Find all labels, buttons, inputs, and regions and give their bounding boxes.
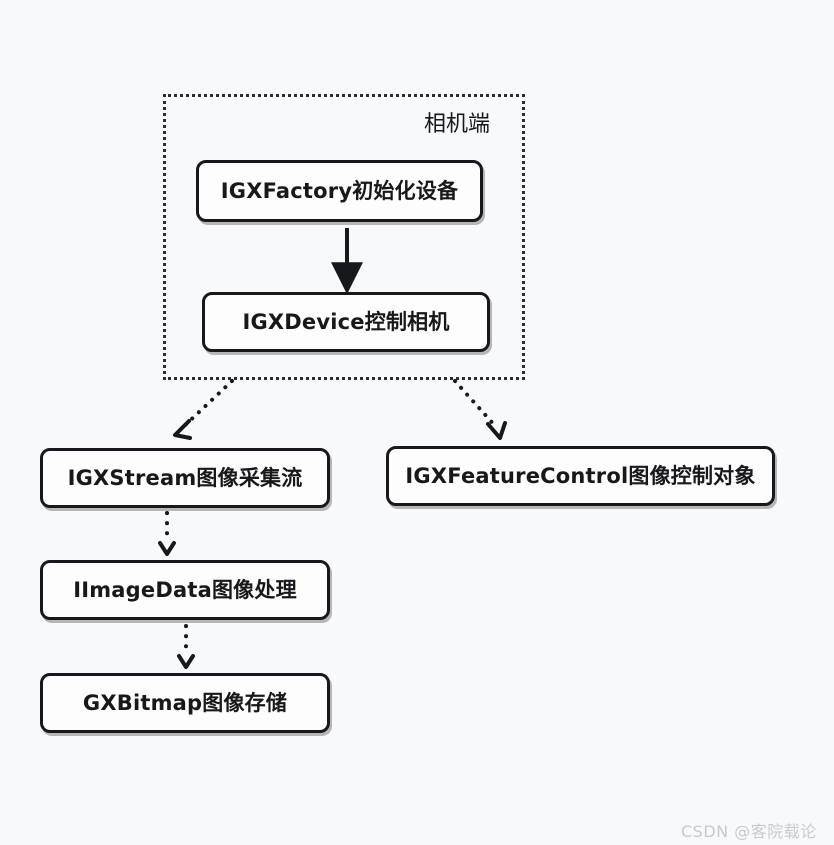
- edge-group-to-featurecontrol: [453, 379, 507, 440]
- edge-imagedata-to-bitmap: [177, 624, 195, 669]
- camera-group-container: [163, 94, 525, 380]
- node-gxbitmap[interactable]: GXBitmap图像存储: [40, 673, 330, 733]
- camera-group-title: 相机端: [424, 112, 491, 137]
- node-igxdevice[interactable]: IGXDevice控制相机: [202, 292, 490, 352]
- edge-group-to-stream: [173, 379, 234, 440]
- node-igxfactory-label: IGXFactory初始化设备: [220, 178, 459, 203]
- node-gxbitmap-label: GXBitmap图像存储: [82, 690, 288, 715]
- node-iimagedata-label: IImageData图像处理: [73, 577, 297, 602]
- node-igxfeaturecontrol-label: IGXFeatureControl图像控制对象: [405, 463, 756, 488]
- edge-stream-to-imagedata: [158, 511, 176, 556]
- node-igxdevice-label: IGXDevice控制相机: [242, 309, 450, 334]
- node-iimagedata[interactable]: IImageData图像处理: [40, 560, 330, 620]
- node-igxstream-label: IGXStream图像采集流: [67, 465, 303, 490]
- node-igxstream[interactable]: IGXStream图像采集流: [40, 448, 330, 508]
- node-igxfeaturecontrol[interactable]: IGXFeatureControl图像控制对象: [386, 446, 775, 506]
- csdn-watermark: CSDN @客院载论: [681, 822, 817, 841]
- node-igxfactory[interactable]: IGXFactory初始化设备: [196, 160, 483, 222]
